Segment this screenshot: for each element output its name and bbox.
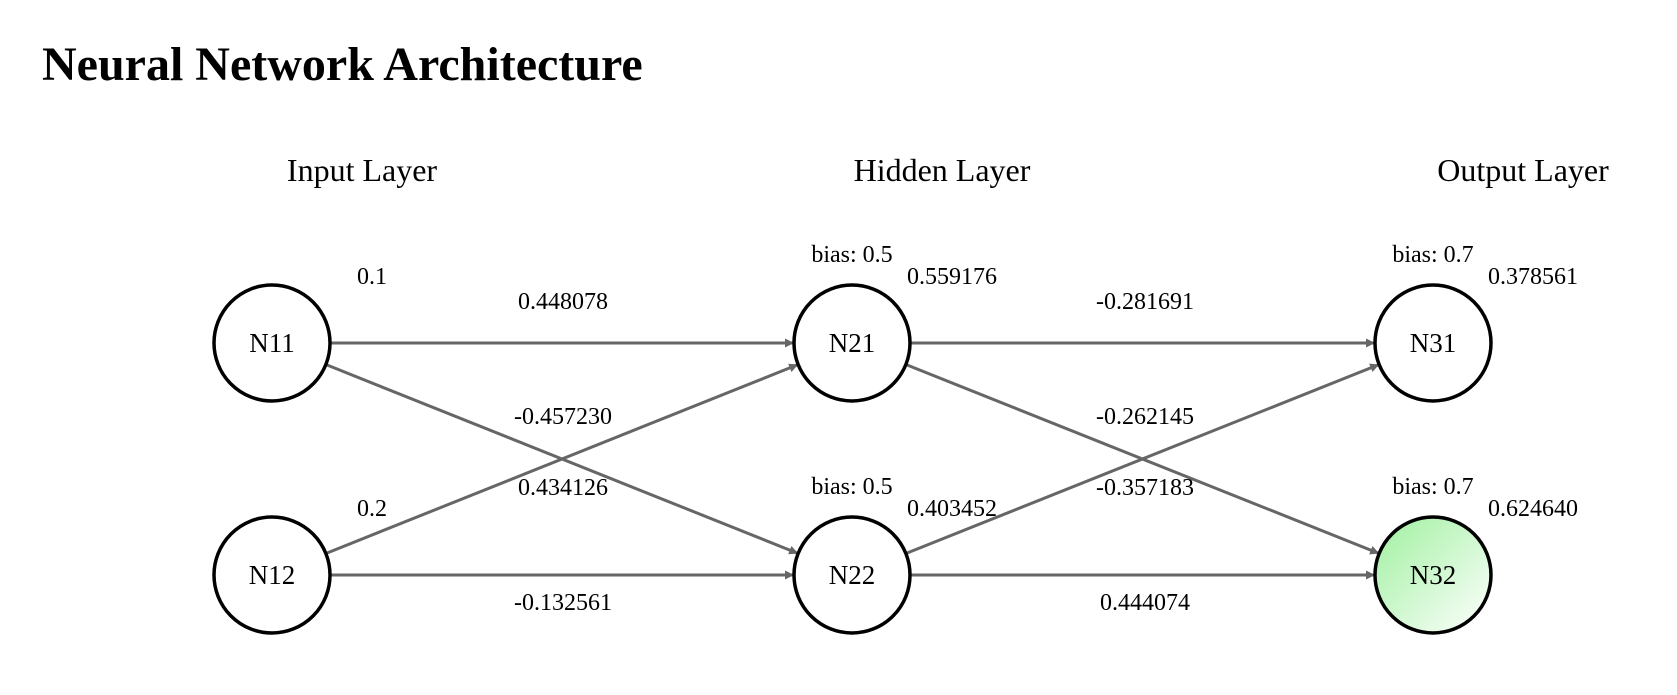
edge-weight-label: 0.448078 — [518, 289, 608, 315]
layer-label-input: Input Layer — [287, 152, 438, 188]
layer-label-hidden: Hidden Layer — [854, 152, 1031, 188]
node-bias-label: bias: 0.5 — [811, 242, 892, 268]
node-label: N32 — [1410, 560, 1457, 590]
node-value-label: 0.1 — [357, 264, 387, 290]
node-label: N21 — [829, 328, 876, 358]
node-n32: N32 0.624640 bias: 0.7 — [1373, 474, 1578, 635]
edge-weight-label: -0.357183 — [1096, 475, 1194, 501]
node-bias-label: bias: 0.5 — [811, 474, 892, 500]
edge-n22-n31 — [905, 363, 1380, 555]
edge-weight-label: -0.457230 — [514, 404, 612, 430]
node-label: N12 — [249, 560, 296, 590]
node-n11: N11 0.1 — [212, 264, 387, 403]
edge-weight-label: -0.262145 — [1096, 404, 1194, 430]
node-n31: N31 0.378561 bias: 0.7 — [1373, 242, 1578, 403]
edge-weight-label: -0.281691 — [1096, 289, 1194, 315]
layer-label-output: Output Layer — [1437, 152, 1609, 188]
node-value-label: 0.403452 — [907, 496, 997, 522]
node-bias-label: bias: 0.7 — [1392, 474, 1473, 500]
node-n21: N21 0.559176 bias: 0.5 — [792, 242, 997, 403]
edge-weight-label: 0.444074 — [1100, 590, 1190, 616]
node-n22: N22 0.403452 bias: 0.5 — [792, 474, 997, 635]
layer-labels: Input Layer Hidden Layer Output Layer — [287, 152, 1609, 188]
node-bias-label: bias: 0.7 — [1392, 242, 1473, 268]
node-value-label: 0.559176 — [907, 264, 997, 290]
node-value-label: 0.378561 — [1488, 264, 1578, 290]
node-circle — [212, 515, 332, 635]
edge-weight-label: -0.132561 — [514, 590, 612, 616]
page-title: Neural Network Architecture — [42, 38, 643, 91]
edges — [325, 338, 1380, 580]
node-label: N11 — [249, 328, 295, 358]
node-circle — [1373, 283, 1493, 403]
node-value-label: 0.2 — [357, 496, 387, 522]
node-label: N31 — [1410, 328, 1457, 358]
node-n12: N12 0.2 — [212, 496, 387, 635]
edge-weight-label: 0.434126 — [518, 475, 608, 501]
node-circle — [212, 283, 332, 403]
edge-n12-n21 — [325, 363, 799, 555]
node-label: N22 — [829, 560, 876, 590]
node-value-label: 0.624640 — [1488, 496, 1578, 522]
node-circle — [792, 515, 912, 635]
edge-labels: 0.448078 -0.457230 0.434126 -0.132561 -0.281… — [514, 289, 1194, 616]
node-circle — [1373, 515, 1493, 635]
node-circle — [792, 283, 912, 403]
